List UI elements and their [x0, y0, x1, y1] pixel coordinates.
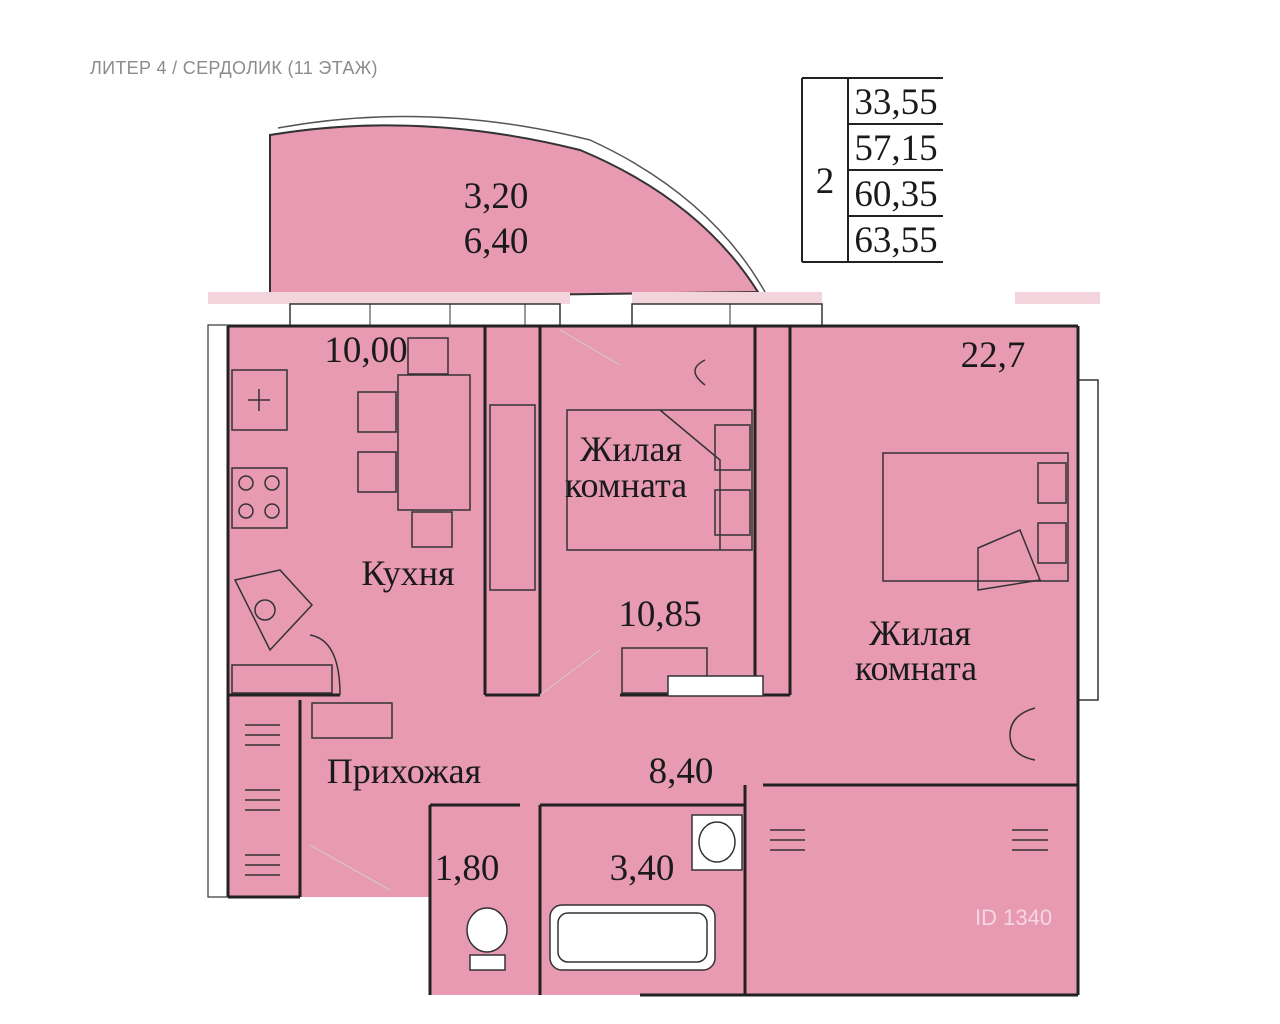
bedroom-small-name-2: комната	[565, 465, 687, 505]
hall-fixtures	[245, 702, 393, 876]
area-total-half: 60,35	[854, 174, 937, 215]
area-total-net: 57,15	[854, 128, 937, 169]
bedroom-large-area: 22,7	[961, 335, 1026, 376]
rooms-count: 2	[816, 161, 835, 202]
bathroom-area: 3,40	[610, 848, 675, 889]
kitchen-name: Кухня	[361, 553, 454, 593]
plan-caption: ЛИТЕР 4 / СЕРДОЛИК (11 ЭТАЖ)	[90, 58, 378, 78]
toilet-area: 1,80	[435, 848, 500, 889]
kitchen-area: 10,00	[324, 330, 407, 371]
bedroom-small-name-1: Жилая	[580, 429, 682, 469]
bedroom-large-name-1: Жилая	[869, 613, 971, 653]
walls	[226, 324, 1080, 997]
bedroom-small-fixtures	[489, 359, 764, 697]
balcony-area-1: 3,20	[464, 176, 529, 217]
annotation-lines	[309, 329, 621, 891]
watermark: ID 1340	[975, 905, 1052, 930]
bedroom-large-fixtures	[770, 452, 1069, 851]
balcony	[269, 115, 766, 300]
apartment-floor	[228, 325, 1078, 995]
bathroom-fixtures	[466, 814, 743, 971]
balcony-area-2: 6,40	[464, 221, 529, 262]
area-total-full: 63,55	[854, 220, 937, 261]
hall-area: 8,40	[649, 751, 714, 792]
kitchen-fixtures	[231, 337, 471, 696]
hall-name: Прихожая	[327, 751, 481, 791]
area-living: 33,55	[854, 82, 937, 123]
bedroom-large-name-2: комната	[855, 648, 977, 688]
area-summary-table: 2 33,55 57,15 60,35 63,55	[801, 77, 943, 263]
bedroom-small-area: 10,85	[618, 594, 701, 635]
